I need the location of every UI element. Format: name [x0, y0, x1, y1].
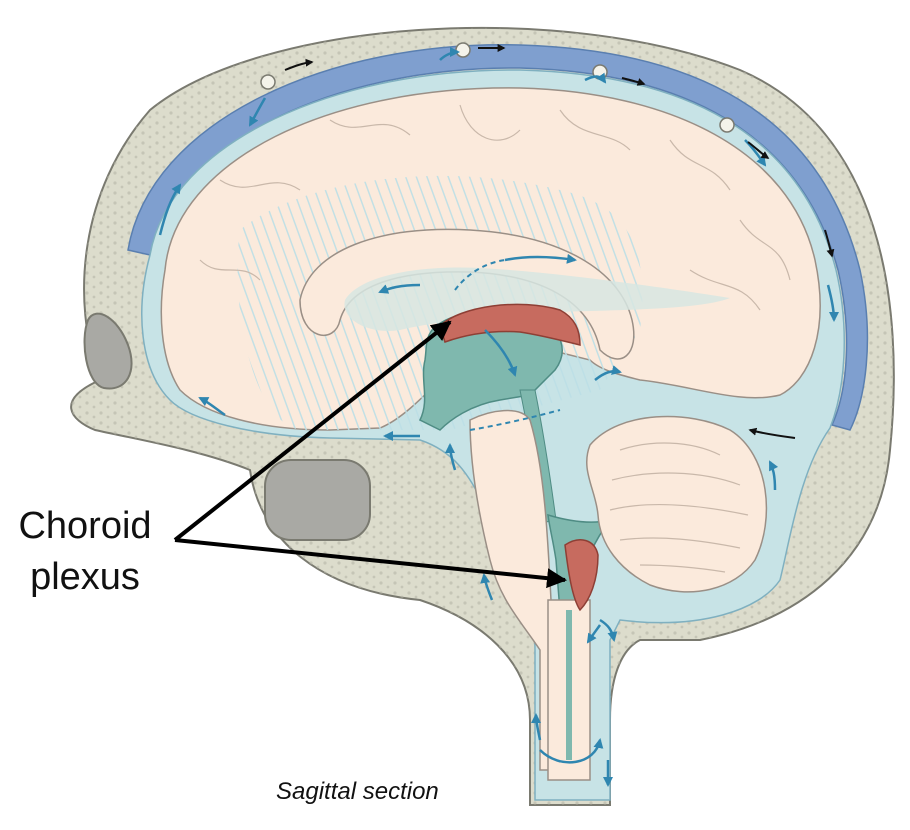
csf-dashed-flow — [469, 409, 561, 431]
corpus-callosum — [299, 228, 635, 360]
choroid-plexus-pointers — [173, 320, 567, 589]
cerebellum — [585, 415, 768, 593]
choroid-plexus-label-line1: Choroid — [18, 505, 152, 547]
figure-caption: Sagittal section — [276, 778, 439, 805]
superior-sagittal-sinus — [127, 44, 869, 431]
csf-flow-arrows — [158, 47, 839, 787]
cerebellum-folia — [609, 442, 749, 573]
choroid-plexus-fourth — [564, 539, 599, 612]
pointer-to-fourth-ventricle — [174, 538, 567, 589]
pointer-to-lateral-ventricle — [173, 320, 452, 542]
choroid-plexus-label-line2: plexus — [30, 556, 140, 598]
gyri-lines — [199, 104, 791, 311]
central-canal — [566, 610, 572, 760]
csf-dashed-flow-upper — [454, 259, 506, 291]
sphenoid-sinus — [264, 459, 371, 541]
frontal-sinus — [83, 312, 133, 390]
venous-flow-arrows — [284, 44, 835, 439]
lateral-ventricle — [344, 267, 730, 331]
